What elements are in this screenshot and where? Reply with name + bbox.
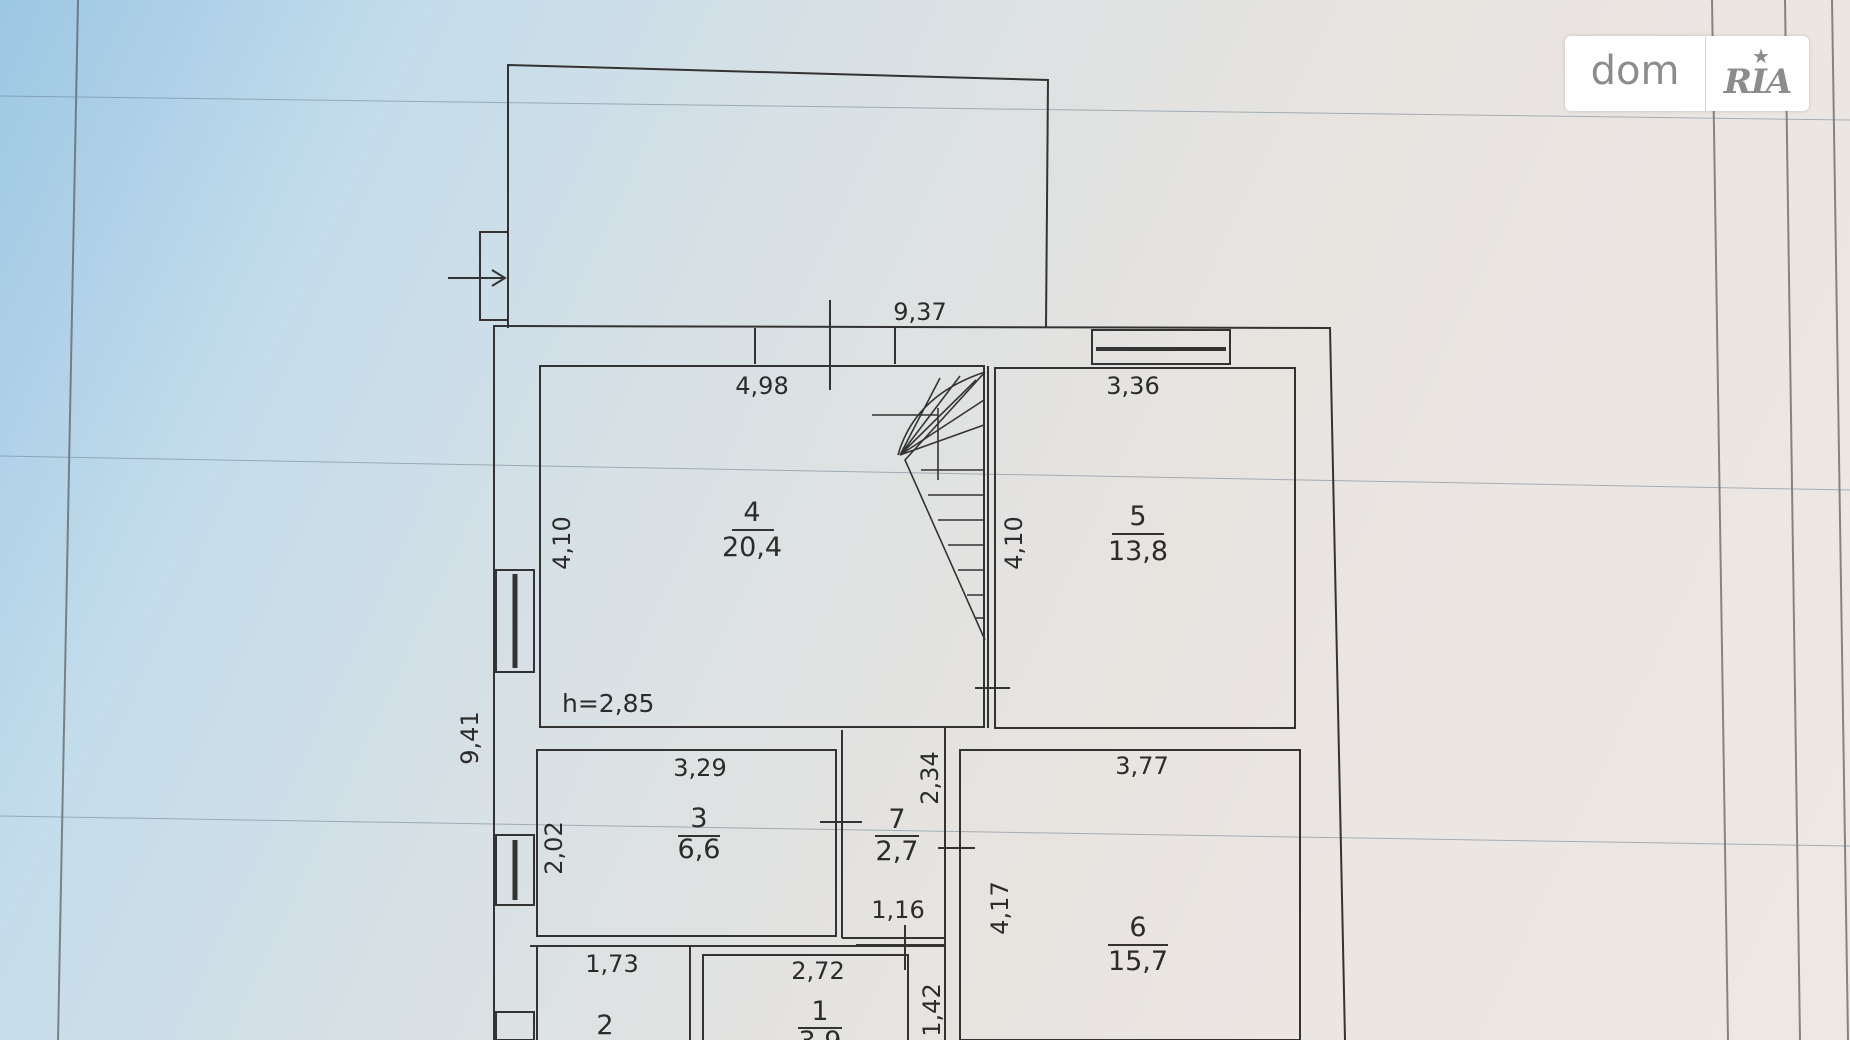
outer-wall — [493, 324, 1346, 1040]
window-left-3 — [495, 1011, 535, 1040]
room-5-width: 3,36 — [1106, 372, 1159, 400]
room-1-width: 2,72 — [791, 957, 844, 985]
room-4-number: 4 — [743, 497, 760, 528]
watermark-ria-text: RIA — [1723, 62, 1793, 102]
terrace-outline — [507, 63, 1050, 329]
watermark-dom-text: dom — [1590, 47, 1680, 94]
room-6-area: 15,7 — [1108, 946, 1168, 977]
room-6-depth: 4,17 — [986, 881, 1014, 934]
staircase — [872, 371, 986, 641]
room-3-width: 3,29 — [673, 754, 726, 782]
room-4-width: 4,98 — [735, 372, 788, 400]
room-7-area: 2,7 — [876, 836, 919, 867]
window-room-5 — [1091, 329, 1231, 365]
entry-step — [479, 231, 509, 321]
room-4-depth: 4,10 — [548, 516, 576, 569]
room-6-outline — [959, 749, 1301, 1040]
room-7-width: 1,16 — [871, 896, 924, 924]
window-left-1 — [495, 569, 535, 673]
star-icon: ★ — [1752, 44, 1770, 68]
overall-width-label: 9,37 — [893, 298, 946, 326]
room-5-depth: 4,10 — [1000, 516, 1028, 569]
room-1-outline — [702, 954, 909, 1040]
watermark-ria-logo: ★ RIA — [1706, 36, 1809, 111]
room-5-outline — [994, 367, 1296, 729]
room-1-number: 1 — [811, 996, 828, 1027]
watermark-divider — [1705, 36, 1706, 111]
floor-plan — [448, 63, 1346, 1040]
room-7-depth: 2,34 — [916, 751, 944, 804]
room-5-area: 13,8 — [1108, 536, 1168, 567]
room-5-number: 5 — [1129, 501, 1146, 532]
room-3-depth: 2,02 — [540, 821, 568, 874]
room-3-area: 6,6 — [678, 834, 721, 865]
room-6-number: 6 — [1129, 912, 1146, 943]
room-7-number: 7 — [888, 804, 905, 835]
room-6-width: 3,77 — [1115, 752, 1168, 780]
room-4-outline — [539, 365, 985, 728]
room-1-depth: 1,42 — [918, 983, 946, 1036]
room-2-width: 1,73 — [585, 950, 638, 978]
room-4-area: 20,4 — [722, 532, 782, 563]
dom-ria-watermark: dom ★ RIA — [1565, 36, 1809, 111]
room-3-number: 3 — [690, 803, 707, 834]
room-3-outline — [536, 749, 837, 937]
room-1-area: 3,9 — [799, 1026, 842, 1040]
overall-length-label: 9,41 — [456, 711, 484, 764]
window-left-2 — [495, 834, 535, 906]
plan-labels: 9,37 9,41 h=2,85 4 20,4 4,98 4,10 5 13,8… — [456, 298, 1169, 1040]
paper-grid — [57, 0, 1849, 1040]
ceiling-height-label: h=2,85 — [562, 689, 654, 718]
paper-ruled-lines — [0, 95, 1850, 847]
room-2-number: 2 — [596, 1010, 613, 1040]
